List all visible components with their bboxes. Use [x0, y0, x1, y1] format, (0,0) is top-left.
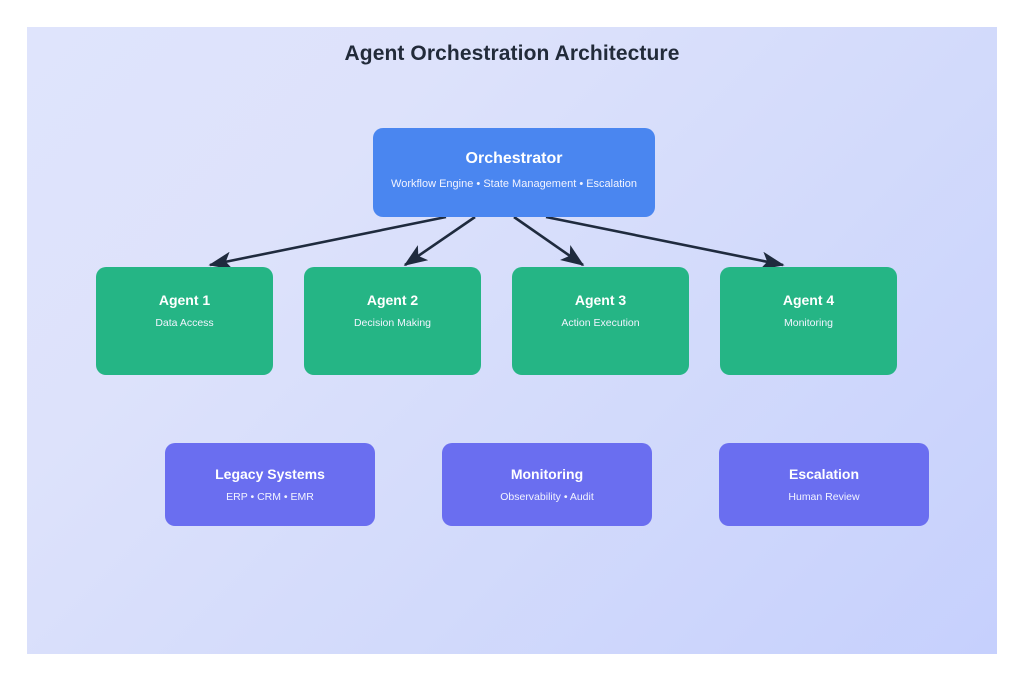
- diagram-canvas: Agent Orchestration Architecture Orchest…: [27, 27, 997, 654]
- node-escalation[interactable]: Escalation Human Review: [719, 443, 929, 526]
- node-legacy-systems-subtitle: ERP • CRM • EMR: [226, 491, 314, 504]
- node-monitoring-title: Monitoring: [510, 466, 584, 482]
- node-agent-2-subtitle: Decision Making: [353, 317, 432, 330]
- node-escalation-subtitle: Human Review: [788, 491, 860, 504]
- node-monitoring[interactable]: Monitoring Observability • Audit: [442, 443, 652, 526]
- node-legacy-systems-title: Legacy Systems: [215, 466, 325, 482]
- node-orchestrator-title: Orchestrator: [465, 150, 563, 167]
- node-escalation-title: Escalation: [788, 466, 860, 482]
- node-orchestrator[interactable]: Orchestrator Workflow Engine • State Man…: [373, 128, 655, 217]
- node-agent-4-title: Agent 4: [782, 292, 835, 308]
- node-legacy-systems[interactable]: Legacy Systems ERP • CRM • EMR: [165, 443, 375, 526]
- node-agent-3[interactable]: Agent 3 Action Execution: [512, 267, 689, 375]
- node-agent-4[interactable]: Agent 4 Monitoring: [720, 267, 897, 375]
- edge-orchestrator-agent-2: [403, 215, 476, 267]
- edge-orchestrator-agent-4: [545, 215, 785, 270]
- node-orchestrator-subtitle: Workflow Engine • State Management • Esc…: [391, 177, 637, 190]
- node-agent-2-title: Agent 2: [366, 292, 419, 308]
- node-agent-3-subtitle: Action Execution: [561, 317, 640, 330]
- page-title: Agent Orchestration Architecture: [344, 42, 680, 65]
- node-agent-3-title: Agent 3: [574, 292, 627, 308]
- node-agent-1-title: Agent 1: [158, 292, 211, 308]
- node-agent-2[interactable]: Agent 2 Decision Making: [304, 267, 481, 375]
- edge-orchestrator-agent-1: [208, 215, 447, 270]
- edge-orchestrator-agent-3: [513, 215, 585, 267]
- node-monitoring-subtitle: Observability • Audit: [500, 491, 594, 504]
- node-agent-4-subtitle: Monitoring: [783, 317, 834, 330]
- node-agent-1-subtitle: Data Access: [155, 317, 214, 330]
- node-agent-1[interactable]: Agent 1 Data Access: [96, 267, 273, 375]
